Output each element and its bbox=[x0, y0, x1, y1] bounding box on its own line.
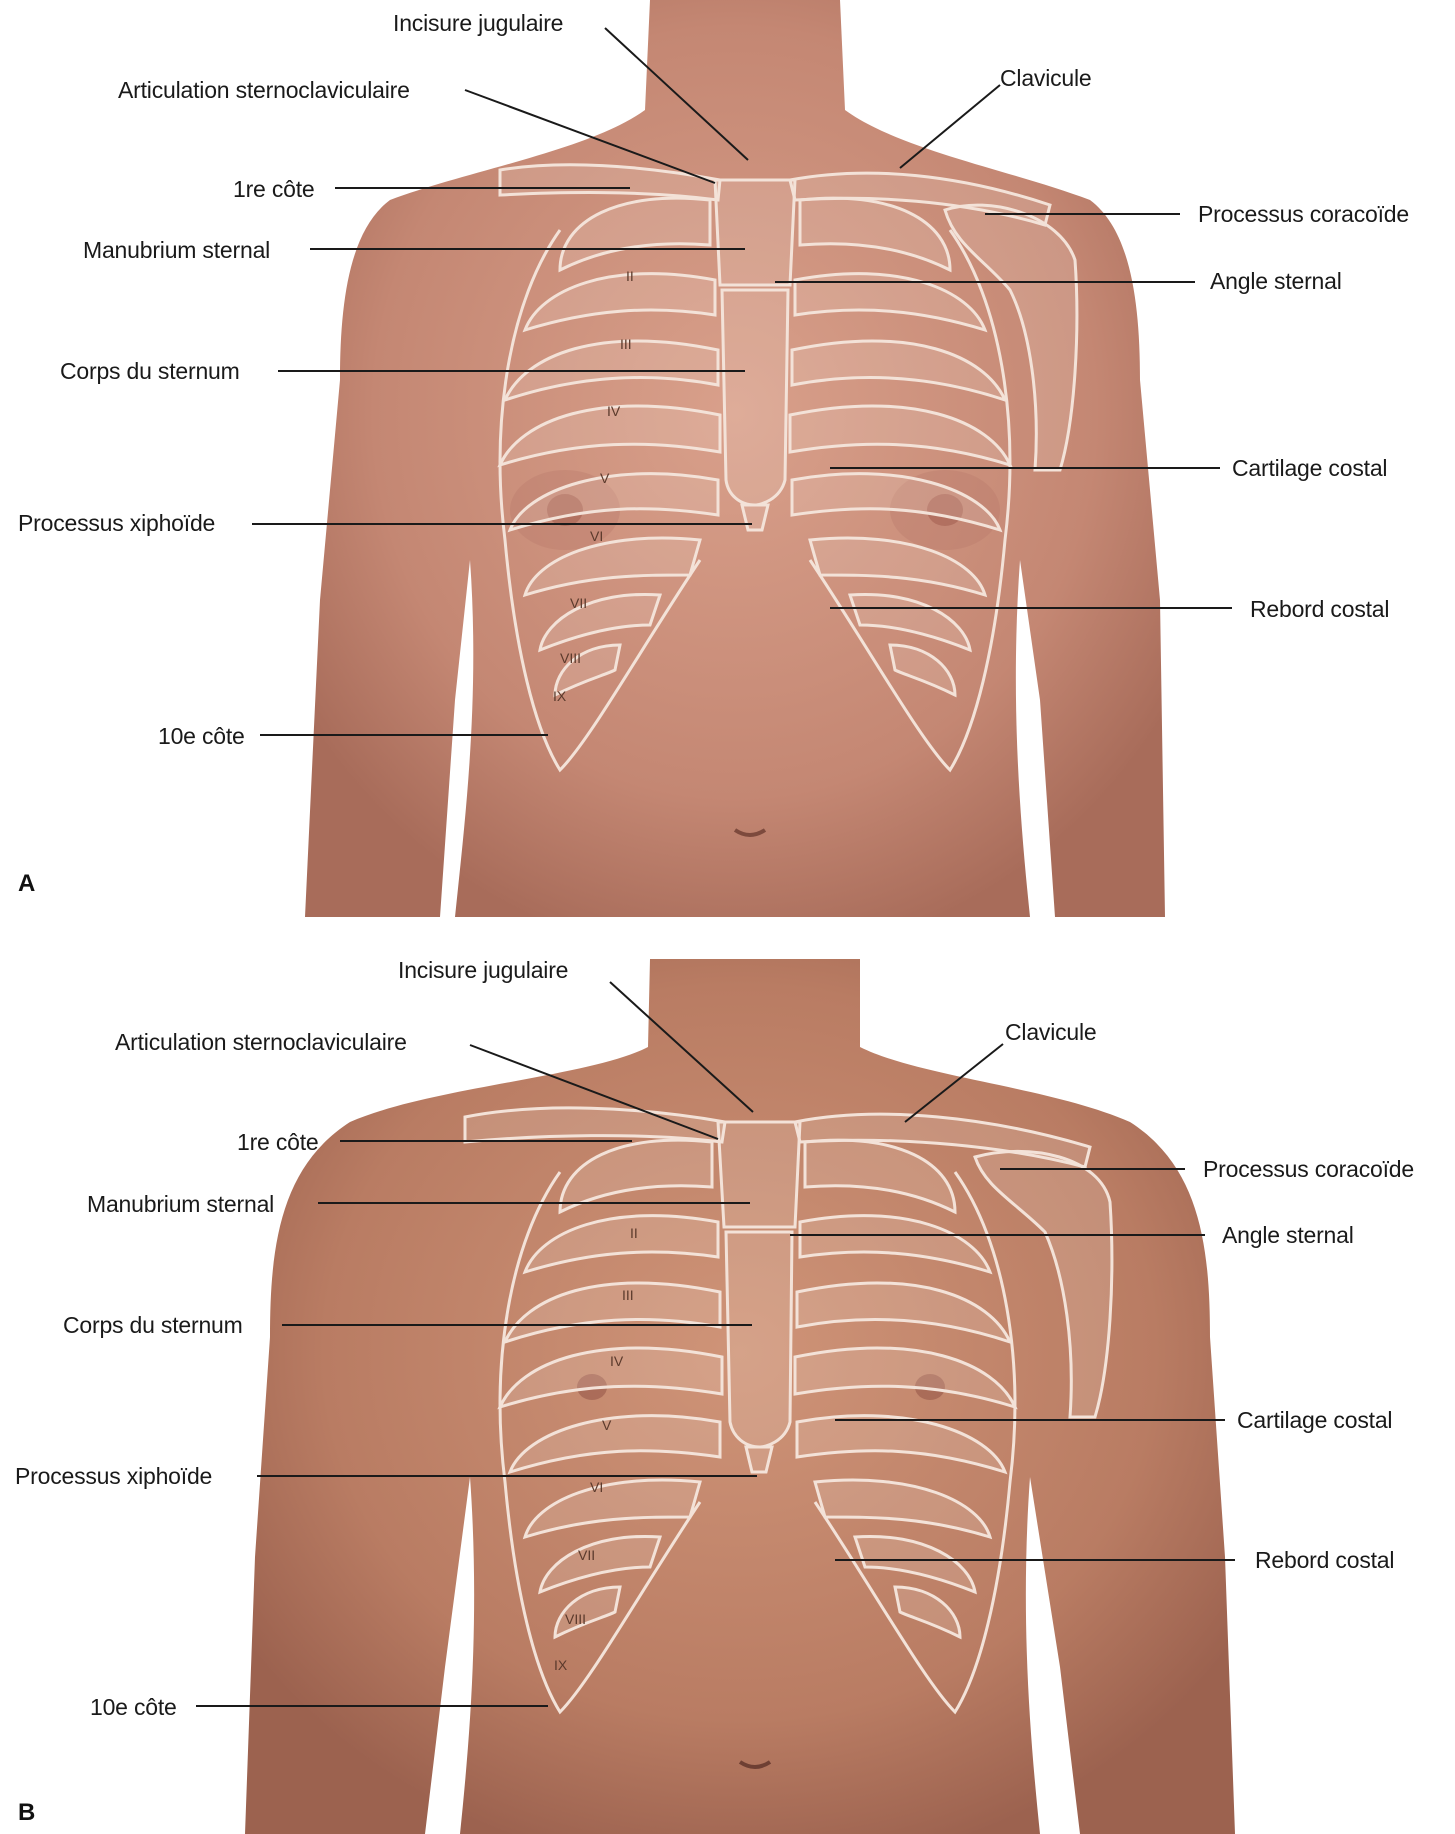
label-manubrium-sternal: Manubrium sternal bbox=[87, 1191, 274, 1218]
label-processus-xiphoide: Processus xiphoïde bbox=[15, 1463, 212, 1490]
label-cartilage-costal: Cartilage costal bbox=[1232, 455, 1387, 482]
rib-numeral: VI bbox=[590, 528, 603, 544]
rib-numeral: IX bbox=[553, 688, 566, 704]
label-processus-coracoide: Processus coracoïde bbox=[1203, 1156, 1414, 1183]
label-1re-cote: 1re côte bbox=[233, 176, 315, 203]
label-incisure-jugulaire: Incisure jugulaire bbox=[393, 10, 563, 37]
rib-numeral: III bbox=[622, 1287, 634, 1303]
panel-letter: A bbox=[18, 870, 35, 898]
rib-numeral: VI bbox=[590, 1479, 603, 1495]
label-angle-sternal: Angle sternal bbox=[1210, 268, 1342, 295]
label-10e-cote: 10e côte bbox=[90, 1694, 177, 1721]
label-cartilage-costal: Cartilage costal bbox=[1237, 1407, 1392, 1434]
rib-numeral: IV bbox=[607, 403, 620, 419]
label-clavicule: Clavicule bbox=[1005, 1019, 1097, 1046]
rib-numeral: VIII bbox=[565, 1611, 586, 1627]
label-manubrium-sternal: Manubrium sternal bbox=[83, 237, 270, 264]
label-articulation-sternoclaviculaire: Articulation sternoclaviculaire bbox=[115, 1029, 407, 1056]
label-processus-coracoide: Processus coracoïde bbox=[1198, 201, 1409, 228]
label-clavicule: Clavicule bbox=[1000, 65, 1092, 92]
label-corps-du-sternum: Corps du sternum bbox=[63, 1312, 243, 1339]
label-angle-sternal: Angle sternal bbox=[1222, 1222, 1354, 1249]
rib-numeral: V bbox=[602, 1417, 611, 1433]
label-10e-cote: 10e côte bbox=[158, 723, 245, 750]
panel-a: II III IV V VI VII VIII IX Incisure jugu… bbox=[0, 0, 1455, 917]
rib-numeral: II bbox=[626, 268, 634, 284]
rib-numeral: IV bbox=[610, 1353, 623, 1369]
label-1re-cote: 1re côte bbox=[237, 1129, 319, 1156]
rib-numeral: II bbox=[630, 1225, 638, 1241]
label-corps-du-sternum: Corps du sternum bbox=[60, 358, 240, 385]
label-incisure-jugulaire: Incisure jugulaire bbox=[398, 957, 568, 984]
rib-numeral: VII bbox=[570, 595, 587, 611]
rib-numeral: III bbox=[620, 336, 632, 352]
label-rebord-costal: Rebord costal bbox=[1255, 1547, 1394, 1574]
label-articulation-sternoclaviculaire: Articulation sternoclaviculaire bbox=[118, 77, 410, 104]
rib-numeral: VIII bbox=[560, 650, 581, 666]
panel-letter: B bbox=[18, 1799, 35, 1827]
rib-numeral: V bbox=[600, 470, 609, 486]
panel-b: II III IV V VI VII VIII IX Incisure jugu… bbox=[0, 917, 1455, 1834]
label-rebord-costal: Rebord costal bbox=[1250, 596, 1389, 623]
rib-numeral: IX bbox=[554, 1657, 567, 1673]
label-processus-xiphoide: Processus xiphoïde bbox=[18, 510, 215, 537]
rib-numeral: VII bbox=[578, 1547, 595, 1563]
